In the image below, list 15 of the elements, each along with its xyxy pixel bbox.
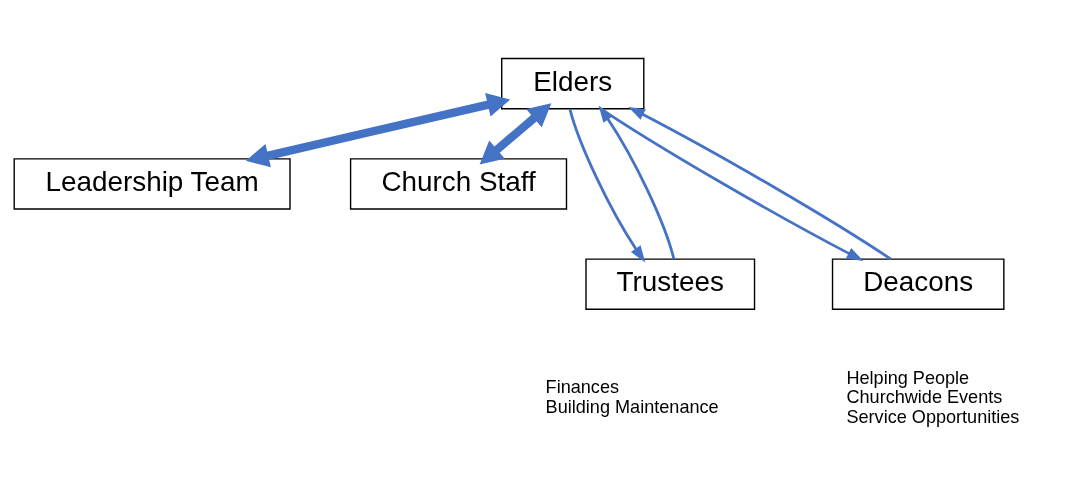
node-box: Leadership Team	[13, 157, 291, 210]
arrow	[245, 92, 511, 167]
node-box: Elders	[501, 57, 645, 109]
arrow	[628, 106, 892, 260]
node-box: Church Staff	[349, 157, 568, 210]
node-label: Finances	[545, 376, 620, 397]
node-box: Deacons	[831, 257, 1005, 310]
arrow	[568, 108, 646, 262]
arrow	[479, 102, 552, 165]
node-label: Helping People	[846, 367, 970, 388]
node-label: Building Maintenance	[545, 396, 719, 417]
node-label: Service Opportunities	[846, 406, 1020, 427]
node-box: Trustees	[585, 257, 756, 310]
arrow	[600, 107, 864, 261]
arrow	[598, 105, 676, 259]
